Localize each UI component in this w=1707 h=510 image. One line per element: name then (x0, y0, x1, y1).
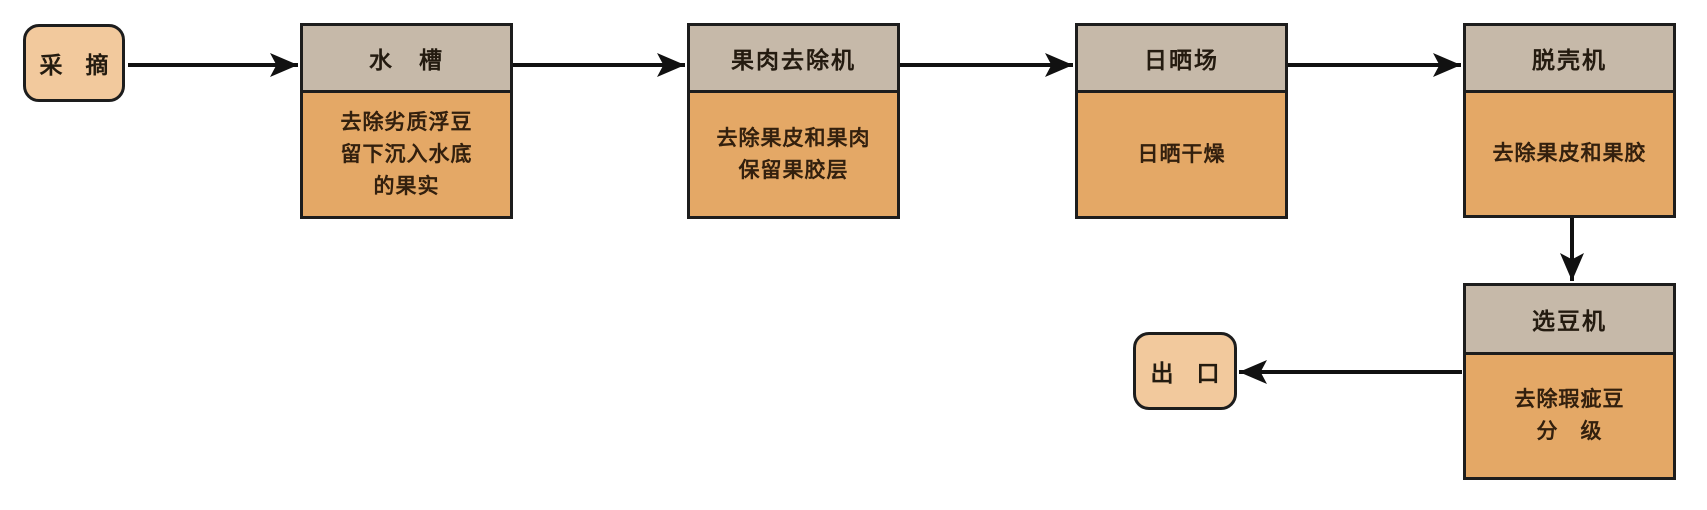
node-sun-drying-title: 日晒场 (1078, 26, 1285, 93)
node-bean-sorter-description: 去除瑕疵豆 分 级 (1466, 355, 1673, 477)
description-line: 保留果胶层 (738, 158, 849, 182)
description-line: 日晒干燥 (1137, 142, 1226, 166)
node-pulp-remover-description: 去除果皮和果肉 保留果胶层 (690, 93, 897, 216)
node-bean-sorter-title: 选豆机 (1466, 286, 1673, 355)
node-pulp-remover: 果肉去除机 去除果皮和果肉 保留果胶层 (687, 23, 900, 219)
node-exit-label: 出 口 (1150, 360, 1220, 386)
node-water-tank-title: 水 槽 (303, 26, 510, 93)
description-line: 留下沉入水底 (340, 142, 473, 166)
description-line: 去除劣质浮豆 (340, 110, 473, 134)
description-line: 分 级 (1536, 420, 1603, 443)
description-line: 去除瑕疵豆 (1514, 388, 1625, 411)
description-line: 去除果皮和果胶 (1492, 142, 1647, 165)
description-line: 去除果皮和果肉 (716, 126, 871, 150)
node-exit: 出 口 (1133, 332, 1237, 410)
description-line: 的果实 (373, 174, 440, 198)
node-sun-drying-description: 日晒干燥 (1078, 93, 1285, 216)
node-bean-sorter: 选豆机 去除瑕疵豆 分 级 (1463, 283, 1676, 480)
node-water-tank: 水 槽 去除劣质浮豆 留下沉入水底 的果实 (300, 23, 513, 219)
node-sheller-title: 脱壳机 (1466, 26, 1673, 93)
node-picking: 采 摘 (23, 24, 125, 102)
node-sheller: 脱壳机 去除果皮和果胶 (1463, 23, 1676, 218)
node-sun-drying: 日晒场 日晒干燥 (1075, 23, 1288, 219)
node-pulp-remover-title: 果肉去除机 (690, 26, 897, 93)
node-water-tank-description: 去除劣质浮豆 留下沉入水底 的果实 (303, 93, 510, 216)
node-picking-label: 采 摘 (39, 52, 109, 78)
node-sheller-description: 去除果皮和果胶 (1466, 93, 1673, 215)
